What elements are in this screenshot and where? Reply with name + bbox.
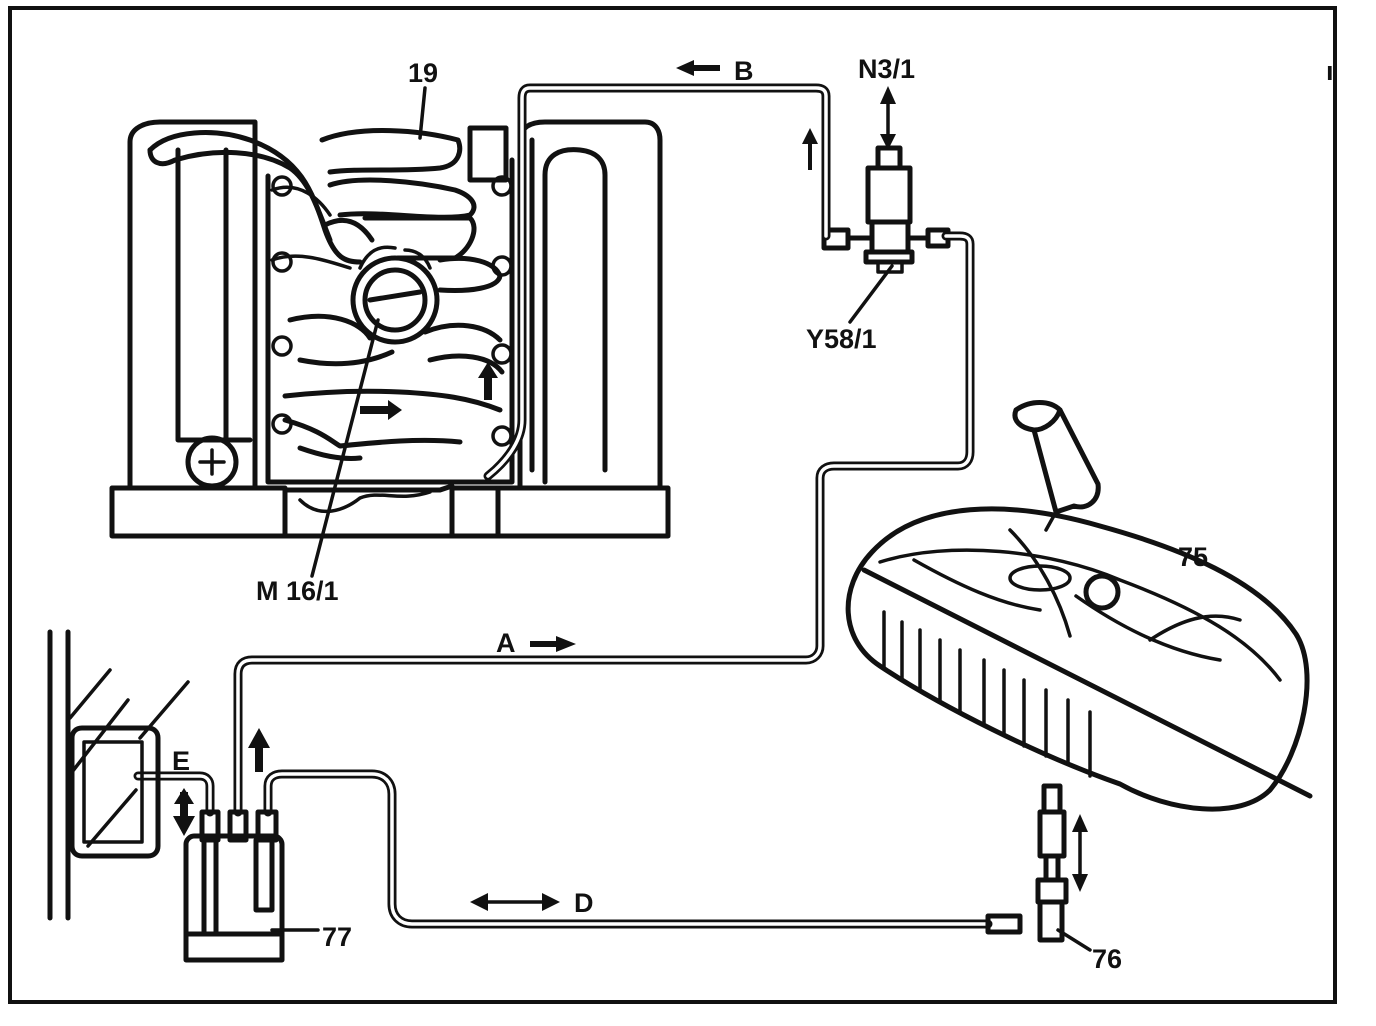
vent-valve-arrow: [1072, 814, 1088, 892]
air-inlet-box: [47, 629, 190, 921]
n3-1-signal-arrow: [880, 86, 896, 150]
line-d: [263, 769, 993, 929]
hoses: [133, 83, 1023, 935]
internal-flow-arrow-right: [360, 400, 402, 420]
leader-19: [418, 86, 427, 140]
line-b: [483, 83, 831, 481]
label-77: 77: [322, 922, 352, 952]
line-a-arrow: [530, 636, 576, 652]
line-a-up-arrow: [248, 728, 270, 772]
charcoal-canister-77: [183, 809, 285, 963]
corner-mark: ı: [1326, 56, 1334, 86]
line-e: [133, 771, 215, 817]
throttle-actuator-m16-1: [350, 245, 440, 345]
diagram-frame: [8, 6, 1337, 1004]
leader-y58-1: [848, 264, 894, 324]
intake-manifold-19: [147, 125, 509, 461]
engine: [109, 119, 671, 539]
label-line-a: A: [496, 628, 516, 658]
flow-arrows: [173, 60, 1088, 911]
line-e-arrow: [173, 792, 195, 836]
purge-valve-y58-1: [821, 145, 951, 274]
label-line-e: E: [172, 746, 190, 776]
label-line-d: D: [574, 888, 594, 918]
label-19: 19: [408, 58, 438, 88]
fuel-tank-75: [845, 400, 1313, 812]
vent-valve-76: [1035, 783, 1069, 943]
line-b-up-arrow: [802, 128, 818, 170]
labels: 19 N3/1 Y58/1 M 16/1 75 76 77 B A D E: [172, 54, 1208, 974]
label-m16-1: M 16/1: [256, 576, 339, 606]
line-b-arrow: [676, 60, 720, 76]
internal-flow-arrow-up: [478, 362, 498, 400]
manifold-bolts: [271, 175, 513, 447]
label-76: 76: [1092, 944, 1122, 974]
label-line-b: B: [734, 56, 754, 86]
leader-m16-1: [310, 318, 380, 578]
label-y58-1: Y58/1: [806, 324, 877, 354]
line-d-arrow: [470, 893, 560, 911]
label-75: 75: [1178, 542, 1208, 572]
leader-76: [1056, 928, 1092, 952]
label-n3-1: N3/1: [858, 54, 915, 84]
